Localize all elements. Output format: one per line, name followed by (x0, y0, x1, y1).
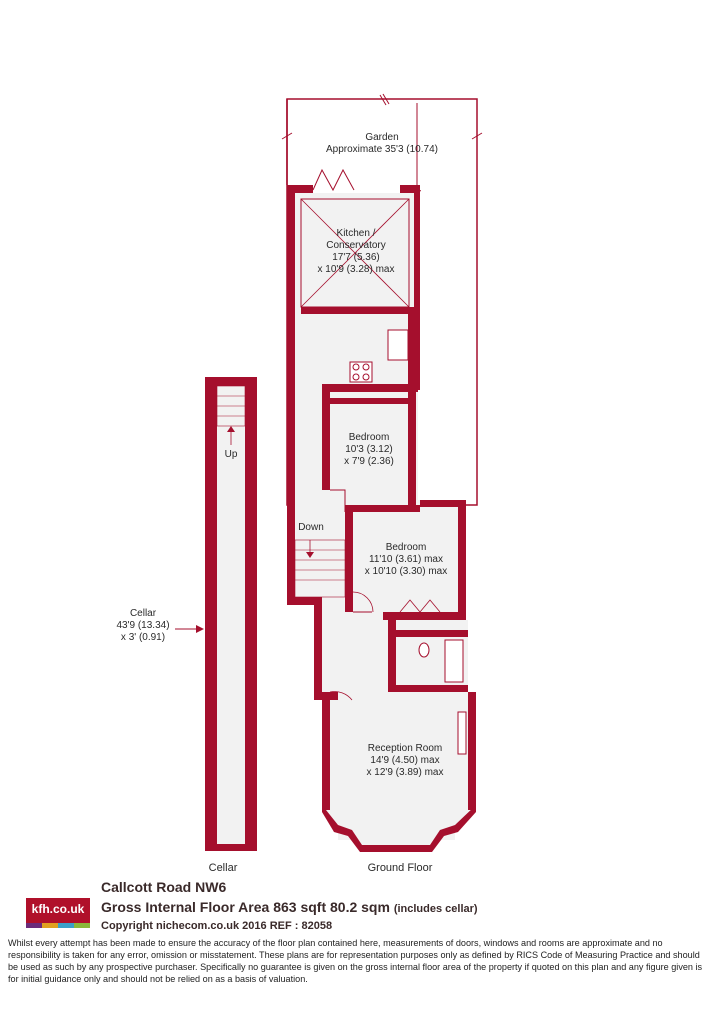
garden-label: Garden (365, 132, 398, 143)
bedroom-1-label: Bedroom (349, 432, 390, 443)
copyright: Copyright nichecom.co.uk 2016 REF : 8205… (101, 920, 333, 932)
ground-floor-label: Ground Floor (368, 862, 433, 874)
kitchen-dim-2: x 10'9 (3.28) max (318, 264, 395, 275)
floor-area: Gross Internal Floor Area 863 sqft 80.2 … (101, 899, 478, 915)
ground-floor (287, 168, 476, 852)
bedroom-2-dim-1: 11'10 (3.61) max (369, 554, 443, 565)
floor-plan: Garden Approximate 35'3 (10.74) Kitchen … (116, 93, 483, 874)
cellar-dim-2: x 3' (0.91) (121, 632, 165, 643)
bedroom-1-dim-2: x 7'9 (2.36) (344, 456, 394, 467)
property-address: Callcott Road NW6 (101, 879, 227, 895)
cellar-label: Cellar (130, 608, 157, 619)
floor-area-text: Gross Internal Floor Area 863 sqft 80.2 … (101, 899, 390, 915)
bedroom-1-dim-1: 10'3 (3.12) (345, 444, 393, 455)
garden-size: Approximate 35'3 (10.74) (326, 144, 438, 155)
reception-dim-2: x 12'9 (3.89) max (367, 767, 444, 778)
disclaimer: Whilst every attempt has been made to en… (8, 938, 703, 984)
reception-dim-1: 14'9 (4.50) max (370, 755, 439, 766)
kitchen-dim-1: 17'7 (5.36) (332, 252, 380, 263)
logo-text: kfh.co.uk (31, 902, 85, 916)
cellar-floor-label: Cellar (209, 862, 238, 874)
kitchen-label-2: Conservatory (326, 240, 385, 251)
stairs-down-label: Down (298, 522, 324, 533)
kfh-logo: kfh.co.uk (26, 898, 90, 928)
stairs-up-label: Up (225, 449, 238, 460)
bedroom-2-dim-2: x 10'10 (3.30) max (365, 566, 448, 577)
cellar-floor (175, 377, 257, 851)
reception-label: Reception Room (368, 743, 442, 754)
bedroom-2-label: Bedroom (386, 542, 427, 553)
logo-color-bar (26, 923, 90, 928)
cellar-dim-1: 43'9 (13.34) (116, 620, 169, 631)
kitchen-label: Kitchen / (337, 228, 376, 239)
floor-area-note: (includes cellar) (393, 903, 478, 915)
stairs-down (294, 539, 346, 598)
